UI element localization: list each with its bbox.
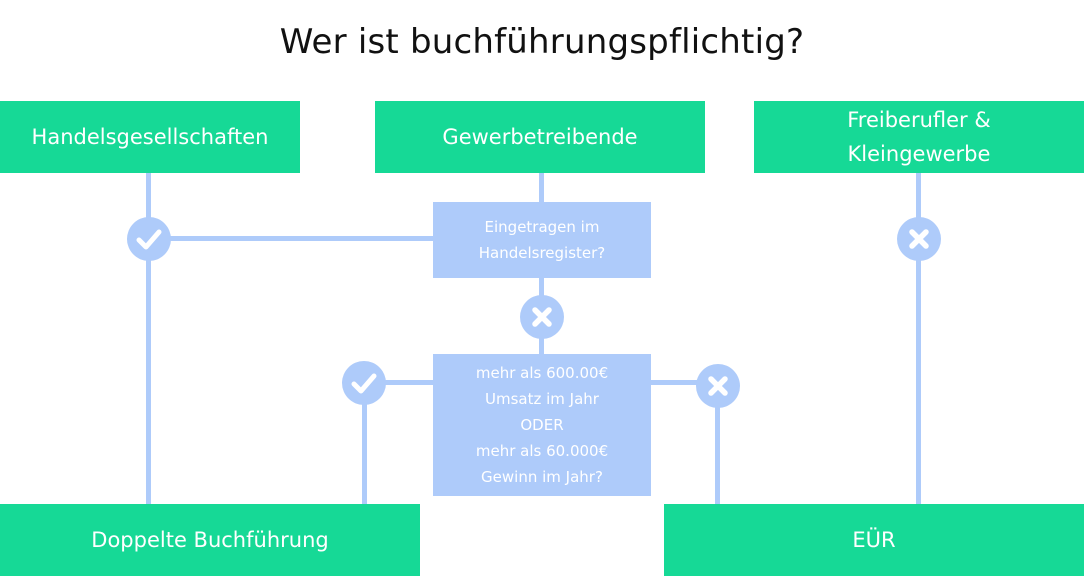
cross-icon bbox=[520, 295, 564, 339]
handelsregister-question-box: Eingetragen im Handelsregister? bbox=[433, 202, 651, 278]
connector-line bbox=[364, 380, 434, 385]
connector-line bbox=[650, 380, 720, 385]
umsatz-question-box: mehr als 600.00€ Umsatz im Jahr ODER meh… bbox=[433, 354, 651, 496]
cross-icon bbox=[897, 217, 941, 261]
question-line: Eingetragen im bbox=[484, 218, 600, 236]
diagram-title: Wer ist buchführungspflichtig? bbox=[279, 22, 805, 62]
connector-line bbox=[715, 380, 720, 504]
euer-box: EÜR bbox=[664, 504, 1084, 576]
cross-icon bbox=[696, 364, 740, 408]
connector-line bbox=[362, 380, 367, 504]
freiberufler-label-line: Freiberufler & bbox=[847, 108, 991, 132]
question-line: mehr als 600.00€ bbox=[475, 364, 609, 382]
doppelte-buchfuehrung-label: Doppelte Buchführung bbox=[91, 528, 329, 552]
handelsgesellschaften-label: Handelsgesellschaften bbox=[31, 125, 269, 149]
connector-line bbox=[150, 236, 434, 241]
question-line: Gewinn im Jahr? bbox=[481, 468, 603, 486]
freiberufler-label-line: Kleingewerbe bbox=[847, 142, 991, 166]
freiberufler-box: Freiberufler & Kleingewerbe bbox=[754, 101, 1084, 173]
gewerbetreibende-box: Gewerbetreibende bbox=[375, 101, 705, 173]
question-line: Umsatz im Jahr bbox=[485, 390, 599, 408]
handelsgesellschaften-box: Handelsgesellschaften bbox=[0, 101, 300, 173]
gewerbetreibende-label: Gewerbetreibende bbox=[442, 125, 638, 149]
connector-line bbox=[916, 172, 921, 504]
question-line: Handelsregister? bbox=[478, 244, 606, 262]
connector-line bbox=[146, 172, 151, 504]
doppelte-buchfuehrung-box: Doppelte Buchführung bbox=[0, 504, 420, 576]
question-line: mehr als 60.000€ bbox=[475, 442, 609, 460]
checkmark-icon bbox=[342, 361, 386, 405]
euer-label: EÜR bbox=[852, 528, 896, 552]
connector-line bbox=[539, 172, 544, 202]
checkmark-icon bbox=[127, 217, 171, 261]
question-line: ODER bbox=[520, 416, 564, 434]
